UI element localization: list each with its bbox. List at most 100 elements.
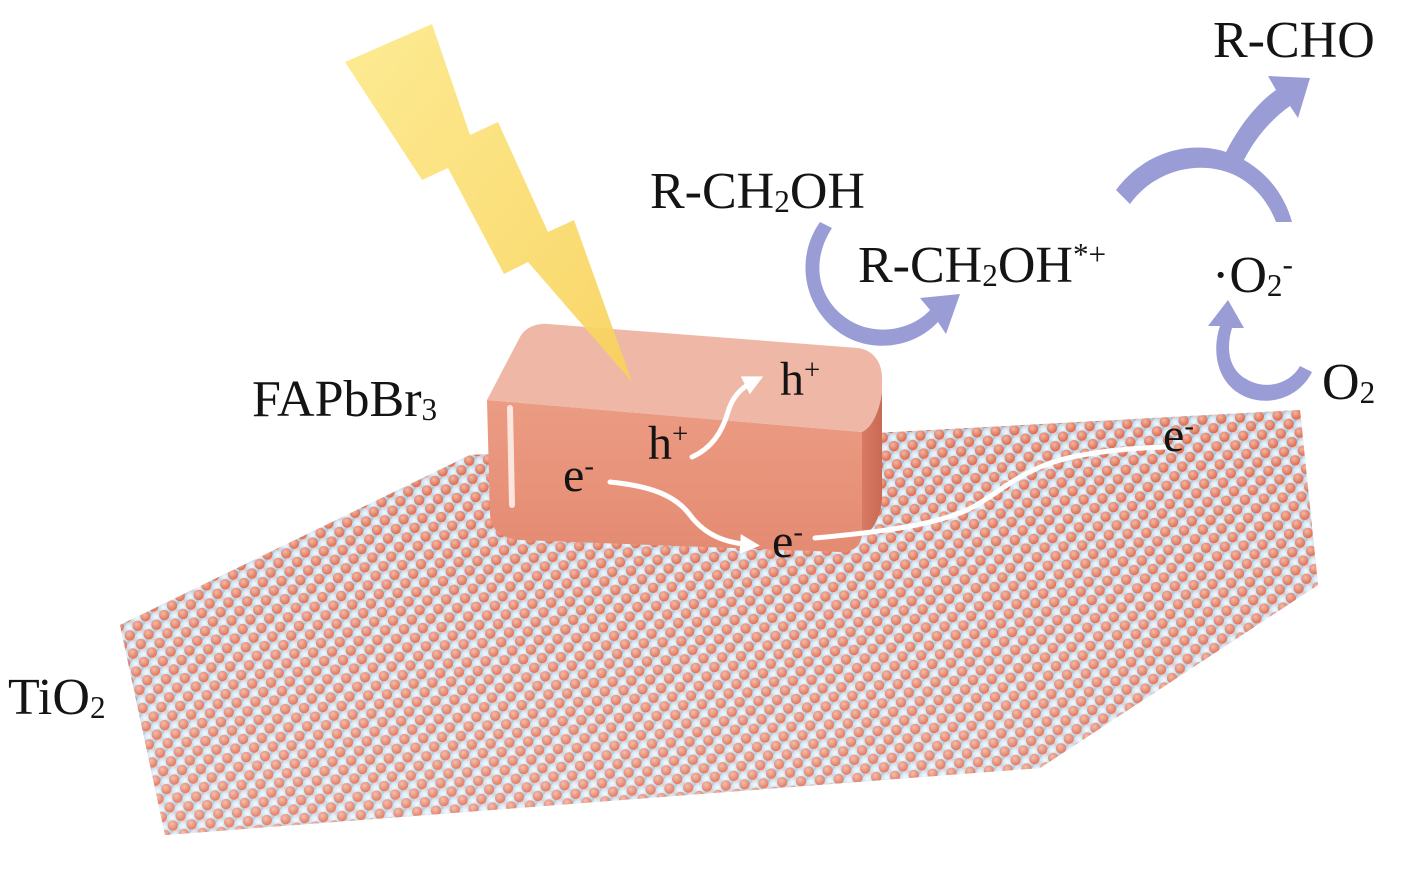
o-atom — [246, 834, 257, 835]
ti-atom — [398, 460, 413, 475]
ti-atom — [357, 820, 372, 835]
ti-atom — [380, 838, 394, 852]
ti-atom — [777, 833, 792, 835]
o-atom — [404, 440, 415, 451]
o-atom — [136, 748, 147, 759]
ti-atom — [613, 815, 628, 830]
o-atom — [124, 520, 135, 531]
ti-atom — [124, 466, 139, 481]
ti-atom — [1016, 410, 1030, 422]
ti-atom — [102, 606, 116, 620]
o-atom — [141, 565, 152, 576]
ti-atom — [748, 826, 762, 835]
o-atom — [1148, 410, 1160, 419]
ti-atom — [278, 476, 293, 491]
o-atom — [305, 473, 317, 484]
o-atom — [279, 484, 290, 495]
ti-atom — [225, 497, 239, 512]
ti-atom — [243, 496, 258, 511]
ti-atom — [270, 486, 285, 501]
ti-atom — [276, 522, 291, 537]
ti-atom — [1032, 389, 1046, 403]
o-atom — [299, 437, 310, 448]
o-atom — [331, 508, 342, 520]
ti-atom — [470, 814, 485, 829]
ti-atom — [273, 504, 288, 519]
ti-atom — [459, 429, 474, 444]
ti-atom — [884, 415, 899, 430]
ti-atom — [538, 819, 552, 834]
o-atom — [194, 543, 206, 555]
o-atom — [850, 818, 862, 830]
o-atom — [1118, 410, 1130, 411]
o-atom — [128, 492, 140, 503]
o-atom — [224, 441, 235, 452]
o-atom — [396, 825, 407, 835]
ti-atom — [978, 410, 993, 424]
ti-atom — [248, 469, 263, 484]
ti-atom — [425, 450, 440, 465]
ti-atom — [376, 443, 391, 458]
o-atom — [1183, 388, 1193, 398]
o-atom — [120, 438, 130, 449]
ti-atom — [217, 507, 232, 522]
ti-atom — [101, 762, 115, 776]
ti-atom — [911, 410, 925, 419]
o-atom — [832, 819, 843, 831]
ti-atom — [564, 808, 579, 823]
o-atom — [160, 454, 171, 465]
ti-atom — [295, 521, 310, 536]
ti-atom — [511, 830, 526, 835]
o-atom — [438, 420, 450, 431]
ti-atom — [1069, 387, 1083, 401]
o-atom — [193, 479, 204, 491]
ti-atom — [170, 565, 185, 580]
ti-atom — [433, 440, 448, 455]
o-atom — [134, 794, 145, 805]
ti-atom — [774, 815, 789, 830]
o-atom — [138, 546, 149, 558]
ti-atom — [350, 454, 365, 469]
o-atom — [351, 461, 362, 473]
ti-atom — [206, 499, 221, 513]
o-atom — [392, 477, 403, 489]
o-atom — [133, 464, 144, 476]
o-atom — [764, 814, 775, 825]
o-atom — [749, 833, 760, 835]
o-atom — [154, 527, 165, 539]
ti-atom — [231, 534, 246, 549]
ti-atom — [846, 793, 861, 808]
ti-atom — [337, 491, 352, 506]
ti-atom — [854, 783, 869, 798]
ti-atom — [146, 484, 161, 498]
ti-atom — [1193, 389, 1207, 403]
ti-atom — [422, 431, 437, 446]
ti-atom — [94, 725, 108, 739]
o-atom — [145, 427, 157, 438]
o-atom — [179, 562, 190, 574]
o-atom — [979, 417, 990, 428]
o-atom — [817, 793, 829, 804]
ti-atom — [186, 546, 200, 560]
o-atom — [614, 822, 625, 834]
ti-atom — [93, 505, 107, 519]
ti-atom — [485, 841, 499, 855]
ti-atom — [179, 509, 194, 524]
ti-atom — [317, 428, 332, 443]
o-atom — [122, 831, 133, 835]
ti-atom — [919, 395, 933, 409]
o-atom — [120, 493, 121, 504]
o-atom — [825, 783, 836, 794]
ti-atom — [685, 793, 700, 807]
ti-atom — [530, 829, 545, 835]
o-atom — [520, 828, 531, 835]
ti-atom — [699, 819, 714, 834]
o-atom — [373, 478, 384, 490]
ti-atom — [831, 812, 845, 827]
o-atom — [307, 427, 318, 438]
ti-atom — [755, 816, 770, 831]
o-atom — [1134, 381, 1144, 391]
ti-atom — [136, 805, 151, 820]
ti-atom — [815, 831, 830, 835]
o-atom — [130, 822, 141, 833]
